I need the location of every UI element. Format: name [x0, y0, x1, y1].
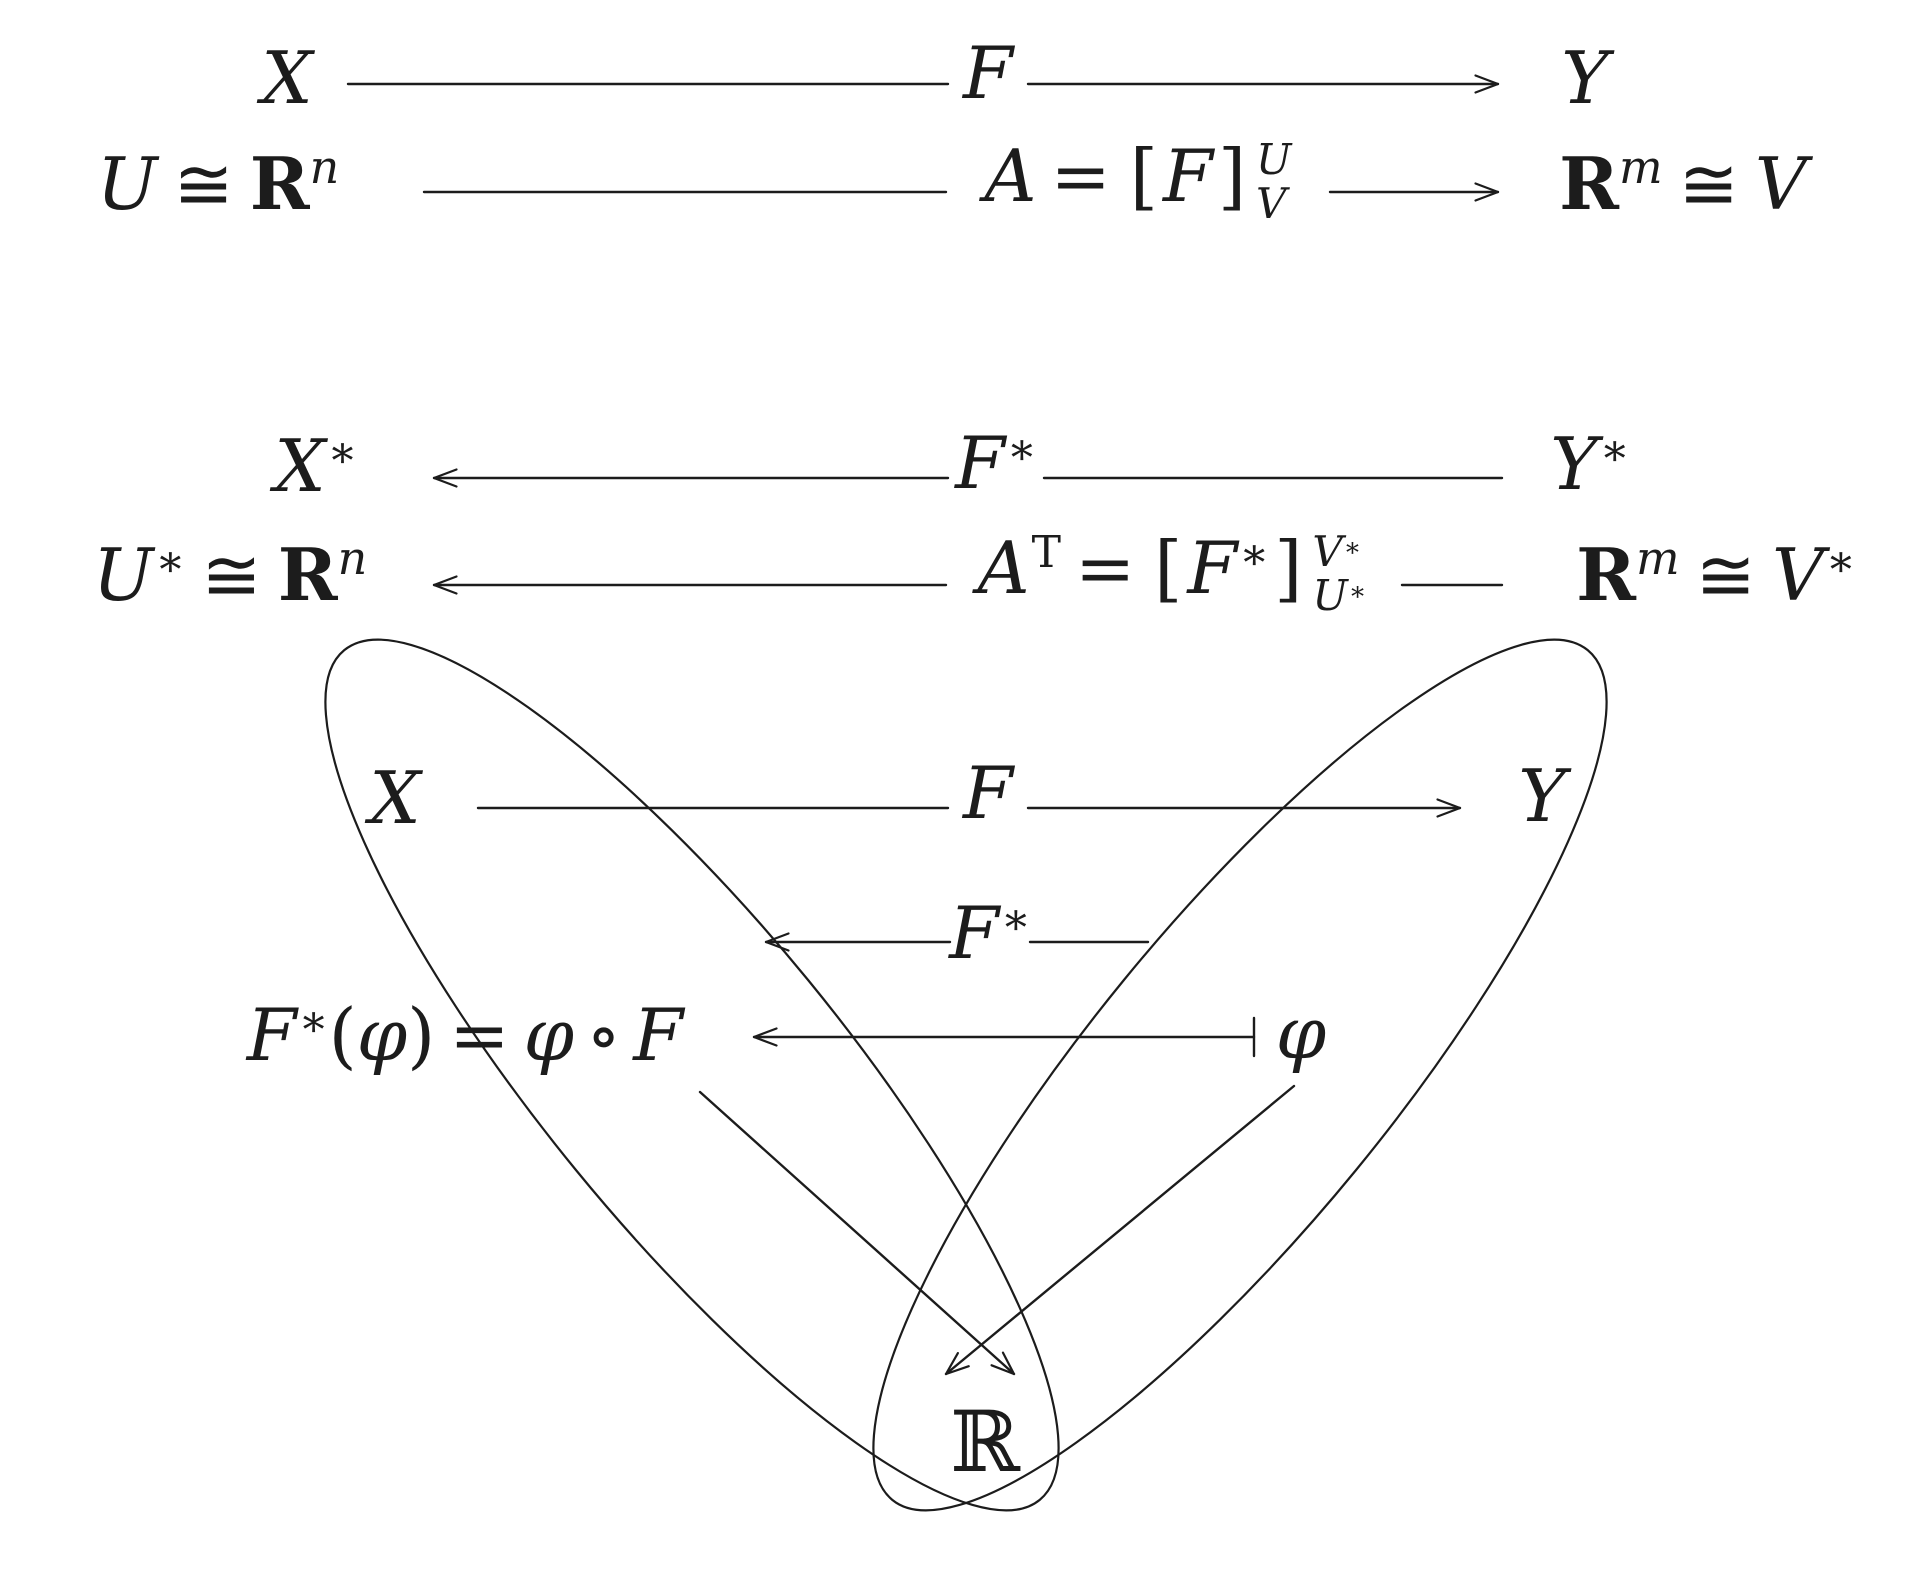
- basis-superscript-subscript: V∗U∗: [1312, 526, 1367, 620]
- math-token: A: [977, 526, 1030, 610]
- dual-star: ∗: [327, 427, 358, 478]
- phi-to-reals-arrow: [944, 1084, 1296, 1376]
- top-source-label: X: [261, 42, 312, 114]
- math-token: n: [337, 531, 368, 585]
- dual-star: ∗: [1001, 894, 1031, 945]
- math-token: X: [261, 36, 313, 120]
- dual-star: ∗: [1007, 424, 1037, 475]
- math-token: φ: [523, 993, 574, 1077]
- math-token: F: [1162, 134, 1213, 218]
- isomorphism-symbol: ≅: [201, 533, 262, 617]
- math-token: m: [1618, 140, 1663, 194]
- top-target-label: Y: [1561, 42, 1609, 114]
- composition-symbol: ∘: [585, 993, 622, 1077]
- math-token: F: [949, 891, 1000, 975]
- isomorphism-symbol: ≅: [1695, 533, 1756, 617]
- math-token: R: [277, 532, 338, 617]
- math-token: U: [1312, 571, 1348, 620]
- math-token: F: [633, 993, 684, 1077]
- math-token: n: [309, 140, 340, 194]
- math-token: A: [984, 134, 1037, 218]
- math-token: V: [1312, 526, 1343, 576]
- math-token: F: [1187, 526, 1238, 610]
- transpose-symbol: T: [1031, 527, 1061, 578]
- math-token: F: [963, 751, 1013, 835]
- math-token: R: [1559, 141, 1619, 226]
- math-token: F: [955, 421, 1006, 505]
- equals-symbol: =: [1050, 134, 1111, 218]
- math-token: U: [92, 533, 154, 617]
- dual-source-basis-label: U∗≅Rn: [93, 535, 367, 611]
- dual-star: ∗: [1239, 529, 1270, 580]
- pullback-target-label: Y: [1518, 760, 1566, 832]
- top-target-basis-label: Rm≅V: [1559, 144, 1807, 220]
- math-token: ℝ: [950, 1393, 1020, 1491]
- phi-label: φ: [1276, 997, 1326, 1069]
- math-token: Y: [1518, 754, 1566, 838]
- math-token: F: [963, 31, 1013, 115]
- equals-symbol: =: [1074, 526, 1136, 610]
- bracket: ]: [1217, 134, 1247, 218]
- math-token: U∗: [1312, 571, 1367, 620]
- math-token: Y: [1550, 422, 1598, 506]
- math-token: U: [1256, 134, 1292, 184]
- bracket: ]: [1274, 526, 1303, 610]
- dual-source-label: X∗: [274, 430, 357, 502]
- math-token: V: [1256, 179, 1287, 228]
- dual-star: ∗: [1343, 532, 1362, 563]
- top-map-label: F: [963, 37, 1013, 109]
- dual-star: ∗: [298, 996, 329, 1047]
- math-token: R: [249, 141, 310, 226]
- pullback-expression: F∗(φ)=φ∘F: [247, 999, 684, 1071]
- dual-target-basis-label: Rm≅V∗: [1576, 535, 1856, 611]
- dual-map-label: F∗: [955, 427, 1037, 499]
- dual-matrix-label: AT=[F∗]V∗U∗: [978, 526, 1367, 620]
- space-blob-right: [872, 638, 1608, 1512]
- space-blob-left: [324, 638, 1060, 1512]
- math-token: V: [1754, 142, 1807, 226]
- math-token: V: [1771, 533, 1824, 617]
- math-token: U: [96, 142, 158, 226]
- equals-symbol: =: [449, 993, 510, 1077]
- dual-star: ∗: [1348, 577, 1367, 607]
- bracket: [: [1129, 134, 1158, 218]
- math-token: φ: [1275, 991, 1327, 1075]
- dual-star: ∗: [155, 536, 186, 587]
- top-source-basis-label: U≅Rn: [97, 144, 340, 220]
- math-token: X: [369, 756, 421, 840]
- isomorphism-symbol: ≅: [1678, 142, 1739, 226]
- paren: (: [328, 993, 357, 1077]
- bracket: [: [1154, 526, 1183, 610]
- composite-to-reals-arrow: [698, 1090, 1016, 1376]
- math-token: φ: [356, 993, 408, 1077]
- dual-star: ∗: [1825, 536, 1856, 587]
- reals-label: ℝ: [950, 1400, 1020, 1484]
- pullback-dual-map-label: F∗: [949, 897, 1031, 969]
- paren: ): [407, 993, 436, 1077]
- math-token: F: [246, 993, 297, 1077]
- math-token: Y: [1561, 36, 1609, 120]
- math-token: V∗: [1312, 526, 1366, 576]
- isomorphism-symbol: ≅: [173, 142, 234, 226]
- math-token: R: [1576, 532, 1636, 617]
- pullback-source-label: X: [369, 762, 420, 834]
- dual-target-label: Y∗: [1550, 428, 1629, 500]
- math-token: X: [274, 424, 326, 508]
- math-token: m: [1635, 531, 1680, 585]
- dual-star: ∗: [1599, 425, 1630, 476]
- pullback-map-label: F: [963, 757, 1013, 829]
